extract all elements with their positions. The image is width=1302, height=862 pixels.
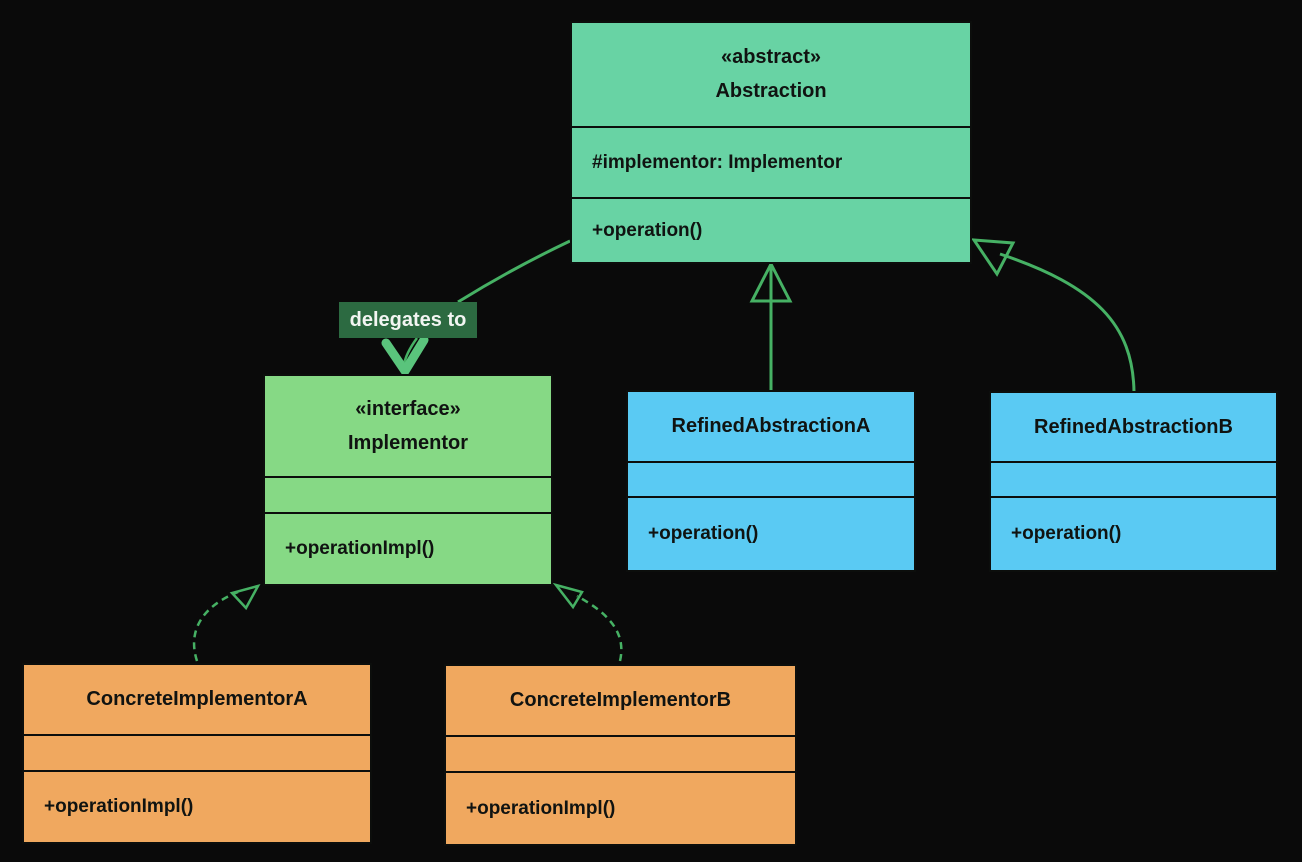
delegates-to-label: delegates to: [339, 302, 477, 338]
class-method: +operationImpl(): [285, 538, 435, 559]
class-methods-section: +operationImpl(): [265, 512, 551, 584]
class-attributes-section: [446, 735, 795, 771]
class-title-section: ConcreteImplementorB: [446, 666, 795, 735]
class-name: RefinedAbstractionA: [671, 415, 871, 437]
class-implementor: «interface» Implementor +operationImpl(): [263, 374, 553, 586]
class-title-section: ConcreteImplementorA: [24, 665, 370, 734]
class-methods-section: +operation(): [572, 197, 970, 262]
class-name: RefinedAbstractionB: [1034, 415, 1233, 438]
class-methods-section: +operation(): [628, 496, 914, 570]
class-attribute: #implementor: Implementor: [592, 151, 843, 173]
class-title-section: RefinedAbstractionA: [628, 392, 914, 461]
hollow-triangle-icon: [229, 584, 261, 611]
class-stereotype: «interface»: [355, 397, 461, 420]
hollow-triangle-icon: [971, 238, 1016, 277]
open-arrowhead-icon: [381, 335, 429, 376]
class-method: +operationImpl(): [44, 796, 194, 817]
class-methods-section: +operationImpl(): [24, 770, 370, 842]
class-name: Abstraction: [715, 80, 827, 102]
class-method: +operation(): [648, 523, 759, 544]
class-abstraction: «abstract» Abstraction #implementor: Imp…: [570, 21, 972, 264]
class-stereotype: «abstract»: [720, 46, 822, 68]
class-title-section: «interface» Implementor: [265, 376, 551, 476]
class-concrete-implementor-a: ConcreteImplementorA +operationImpl(): [22, 663, 372, 844]
class-methods-section: +operation(): [991, 496, 1276, 570]
class-method: +operation(): [1011, 523, 1122, 544]
class-name: ConcreteImplementorB: [509, 689, 732, 711]
class-title-section: «abstract» Abstraction: [572, 23, 970, 126]
class-attributes-section: [265, 476, 551, 512]
hollow-triangle-icon: [749, 260, 793, 303]
hollow-triangle-icon: [552, 582, 584, 610]
inheritance-arrow-refined-b: [971, 238, 1136, 393]
class-concrete-implementor-b: ConcreteImplementorB +operationImpl(): [444, 664, 797, 846]
class-method: +operation(): [592, 219, 703, 241]
class-attributes-section: [628, 461, 914, 496]
class-name: Implementor: [347, 431, 469, 454]
class-attributes-section: [24, 734, 370, 770]
inheritance-arrow-refined-a: [749, 260, 793, 390]
class-attributes-section: [991, 461, 1276, 496]
realization-arrow-concrete-b: [552, 582, 623, 662]
class-method: +operationImpl(): [466, 797, 616, 819]
class-refined-abstraction-b: RefinedAbstractionB +operation(): [989, 391, 1278, 572]
class-title-section: RefinedAbstractionB: [991, 393, 1276, 461]
class-methods-section: +operationImpl(): [446, 771, 795, 844]
class-attributes-section: #implementor: Implementor: [572, 126, 970, 197]
realization-arrow-concrete-a: [192, 584, 261, 662]
class-name: ConcreteImplementorA: [86, 688, 308, 710]
class-refined-abstraction-a: RefinedAbstractionA +operation(): [626, 390, 916, 572]
